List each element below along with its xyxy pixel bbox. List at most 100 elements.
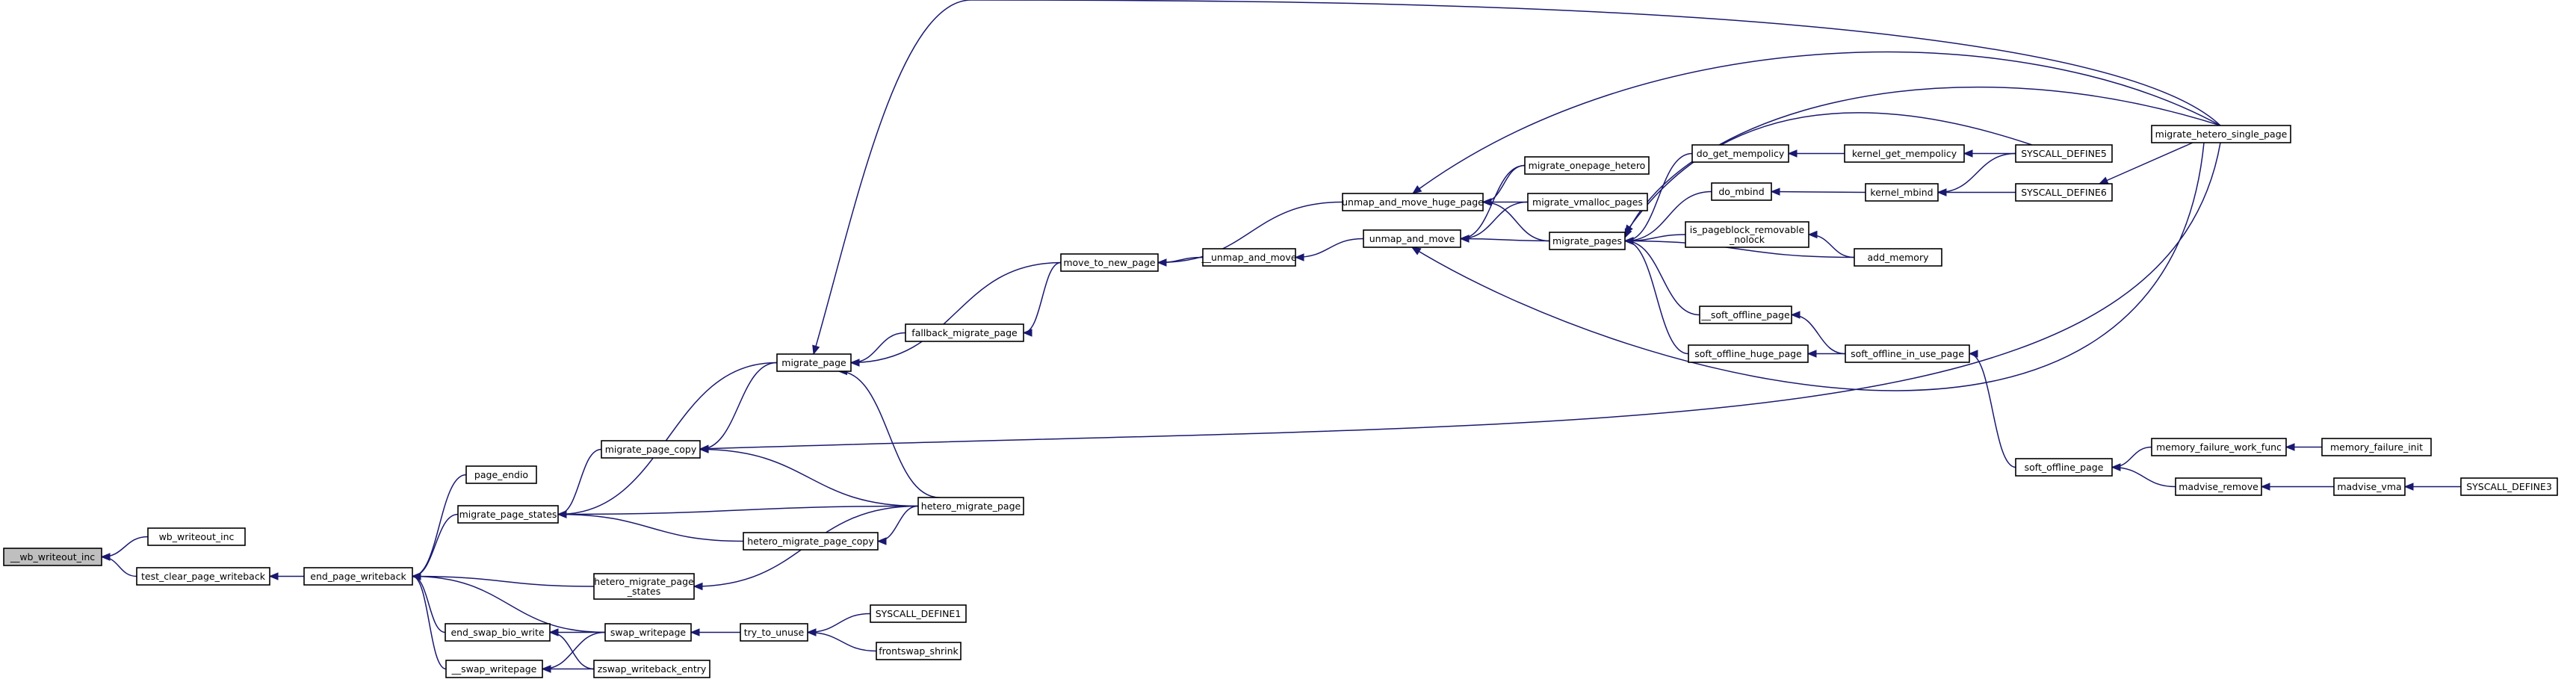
edge-memory-failure-init-to-memory-failure-work-func-arrowhead (2285, 443, 2295, 451)
node-label: migrate_page (781, 357, 846, 368)
node-unmap-and-move-2[interactable]: __unmap_and_move (1201, 248, 1297, 267)
node-kernel-mbind[interactable]: kernel_mbind (1865, 183, 1939, 202)
node-end-swap-bio-write[interactable]: end_swap_bio_write (445, 623, 551, 642)
node-box (445, 623, 551, 642)
node-do-get-mempolicy[interactable]: do_get_mempolicy (1691, 144, 1789, 163)
node-syscall-define3[interactable]: SYSCALL_DEFINE3 (2460, 477, 2558, 496)
node-madvise-remove[interactable]: madvise_remove (2175, 477, 2262, 496)
node-label: do_get_mempolicy (1697, 148, 1785, 159)
node-label: try_to_unuse (744, 627, 805, 638)
node-wb-writeout-inc-root[interactable]: __wb_writeout_inc (3, 548, 102, 566)
node-page-endio[interactable]: page_endio (465, 465, 537, 484)
node-box (3, 548, 102, 566)
node-label: is_pageblock_removable (1690, 224, 1805, 235)
edge-kernel-mbind-to-do-mbind-arrowhead (1770, 187, 1780, 196)
edge-kernel-get-mempolicy-to-do-get-mempolicy-arrowhead (1787, 149, 1798, 158)
node-label: migrate_page_states (459, 509, 557, 520)
node-box (1844, 144, 1965, 163)
node-add-memory[interactable]: add_memory (1854, 248, 1942, 267)
edge-syscall-define1-to-try-to-unuse (807, 613, 871, 633)
node-unmap-and-move-huge-page[interactable]: unmap_and_move_huge_page (1342, 193, 1484, 211)
edge-migrate-vmalloc-pages-to-unmap-and-move (1460, 201, 1529, 240)
edge-soft-offline-in-use-page-to-soft-offline-huge-page-arrowhead (1806, 350, 1817, 358)
node-memory-failure-init[interactable]: memory_failure_init (2321, 438, 2432, 456)
node-migrate-hetero-single-page[interactable]: migrate_hetero_single_page (2151, 125, 2291, 143)
node-soft-offline-page[interactable]: soft_offline_page (2015, 458, 2113, 477)
node-box (1202, 248, 1296, 267)
edge-migrate-hetero-single-page-to-unmap-and-move-huge-page-arrowhead (1411, 185, 1422, 194)
edge-frontswap-shrink-to-try-to-unuse-arrowhead (806, 628, 817, 636)
node-test-clear-page-writeback[interactable]: test_clear_page_writeback (136, 567, 270, 586)
node-box (743, 532, 879, 551)
node-is-pageblock-removable-nolock[interactable]: is_pageblock_removable_nolock (1685, 221, 1809, 248)
node-swap-writepage[interactable]: swap_writepage (604, 623, 692, 642)
node-box (593, 660, 710, 678)
edge-migrate-hetero-single-page-to-migrate-page-copy (699, 142, 2221, 450)
node-box (2333, 477, 2406, 496)
edge-syscall-define6-to-kernel-mbind-arrowhead (1936, 188, 1947, 196)
node-try-to-unuse[interactable]: try_to_unuse (740, 623, 808, 642)
node-box (2015, 144, 2113, 163)
node-label: madvise_remove (2179, 481, 2258, 492)
node-soft-offline-page-2[interactable]: __soft_offline_page (1699, 306, 1792, 324)
node-swap-writepage-2[interactable]: __swap_writepage (445, 660, 543, 678)
node-box (147, 527, 246, 546)
node-do-mbind[interactable]: do_mbind (1711, 182, 1772, 201)
edge-migrate-page-copy-to-migrate-page-states (557, 448, 602, 515)
node-box (1342, 193, 1484, 211)
edge-end-page-writeback-to-test-clear-page-writeback-arrowhead (268, 572, 279, 580)
edge-migrate-onepage-hetero-to-unmap-and-move-huge-page (1482, 164, 1526, 203)
node-frontswap-shrink[interactable]: frontswap_shrink (876, 642, 962, 660)
node-wb-writeout-inc[interactable]: wb_writeout_inc (147, 527, 246, 546)
node-madvise-vma[interactable]: madvise_vma (2333, 477, 2406, 496)
node-soft-offline-huge-page[interactable]: soft_offline_huge_page (1688, 344, 1809, 363)
node-end-page-writeback[interactable]: end_page_writeback (303, 567, 413, 586)
node-box (1549, 232, 1626, 250)
node-label: SYSCALL_DEFINE6 (2021, 187, 2107, 198)
edge-test-clear-page-writeback-to-wb-writeout-inc-root (101, 556, 137, 577)
edge-unmap-and-move-huge-page-to-move-to-new-page-arrowhead (1157, 258, 1167, 267)
node-box (604, 623, 692, 642)
node-label: __wb_writeout_inc (10, 551, 95, 562)
node-syscall-define6[interactable]: SYSCALL_DEFINE6 (2015, 183, 2113, 202)
node-migrate-page-states[interactable]: migrate_page_states (457, 505, 559, 524)
node-migrate-pages[interactable]: migrate_pages (1549, 232, 1626, 250)
node-box (2015, 458, 2113, 477)
node-label: memory_failure_init (2330, 441, 2423, 453)
node-syscall-define1[interactable]: SYSCALL_DEFINE1 (870, 604, 967, 623)
edge-move-to-new-page-to-fallback-migrate-page (1023, 261, 1062, 334)
node-box (593, 573, 695, 600)
node-migrate-page-copy[interactable]: migrate_page_copy (601, 440, 701, 459)
node-fallback-migrate-page[interactable]: fallback_migrate_page (905, 323, 1024, 342)
node-label: wb_writeout_inc (159, 531, 235, 542)
node-migrate-vmalloc-pages[interactable]: migrate_vmalloc_pages (1527, 193, 1648, 211)
edge-unmap-and-move-to-unmap-and-move-2-arrowhead (1294, 253, 1304, 261)
node-label: test_clear_page_writeback (141, 571, 266, 582)
node-move-to-new-page[interactable]: move_to_new_page (1060, 253, 1159, 272)
node-hetero-migrate-page[interactable]: hetero_migrate_page (917, 497, 1024, 515)
node-syscall-define5[interactable]: SYSCALL_DEFINE5 (2015, 144, 2113, 163)
edge-swap-writepage-to-end-page-writeback (412, 575, 606, 633)
edge-do-get-mempolicy-to-migrate-pages (1624, 152, 1693, 242)
node-memory-failure-work-func[interactable]: memory_failure_work_func (2151, 438, 2287, 456)
edge-migrate-page-to-migrate-page-states (557, 362, 778, 515)
node-box (1060, 253, 1159, 272)
node-hetero-migrate-page-copy[interactable]: hetero_migrate_page_copy (743, 532, 879, 551)
node-migrate-onepage-hetero[interactable]: migrate_onepage_hetero (1524, 156, 1650, 175)
node-label: frontswap_shrink (879, 645, 959, 657)
node-label: hetero_migrate_page_copy (747, 536, 874, 547)
node-soft-offline-in-use-page[interactable]: soft_offline_in_use_page (1845, 344, 1970, 363)
edge-move-to-new-page-to-migrate-page (850, 261, 1062, 364)
node-migrate-page[interactable]: migrate_page (776, 353, 852, 372)
node-unmap-and-move[interactable]: unmap_and_move (1363, 229, 1461, 248)
node-kernel-get-mempolicy[interactable]: kernel_get_mempolicy (1844, 144, 1965, 163)
node-box (776, 353, 852, 372)
node-box (1699, 306, 1792, 324)
edge-migrate-hetero-single-page-to-migrate-page-arrowhead (812, 344, 820, 356)
node-label: SYSCALL_DEFINE1 (876, 608, 962, 619)
node-label: zswap_writeback_entry (598, 663, 707, 675)
node-zswap-writeback-entry[interactable]: zswap_writeback_entry (593, 660, 710, 678)
node-hetero-migrate-page-states[interactable]: hetero_migrate_page_states (593, 573, 695, 600)
node-label: SYSCALL_DEFINE5 (2021, 148, 2107, 159)
